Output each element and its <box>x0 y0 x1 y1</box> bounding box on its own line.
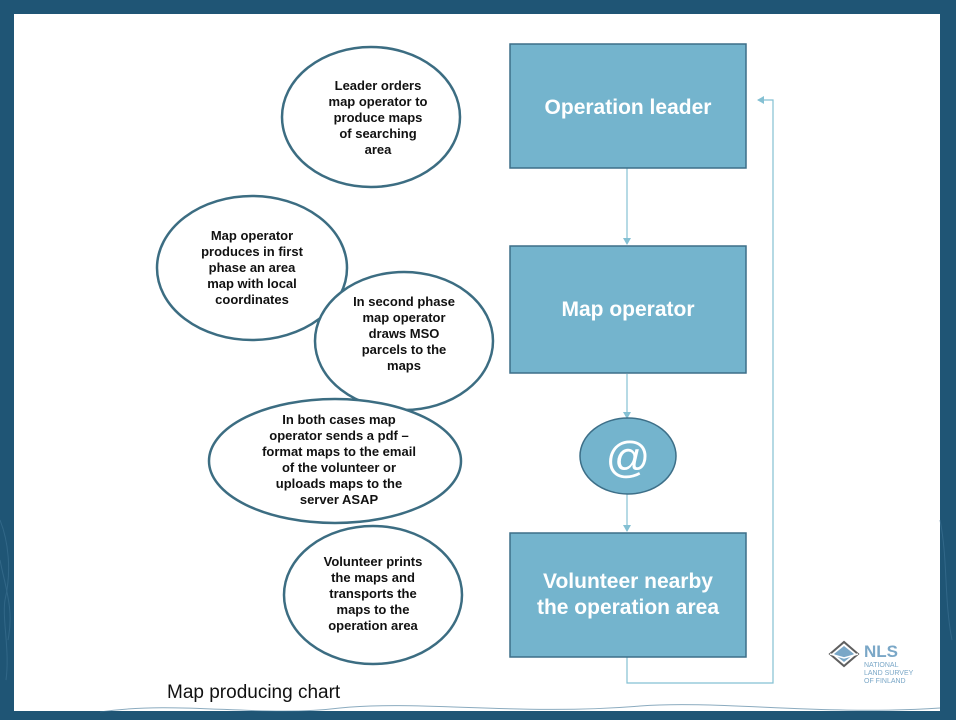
bubble-leader-orders-line: map operator to <box>329 94 428 109</box>
arrowhead-email <box>623 412 631 419</box>
bubble-second-phase-line: draws MSO <box>369 326 440 341</box>
bubble-first-phase-line: phase an area <box>209 260 296 275</box>
bubble-leader-orders: Leader orders map operator to produce ma… <box>280 45 462 189</box>
bubble-first-phase-line: coordinates <box>215 292 289 307</box>
logo-line: OF FINLAND <box>864 678 906 685</box>
bubble-volunteer-prints-line: operation area <box>328 618 418 633</box>
box-label-volunteer-line-2: the operation area <box>537 596 719 619</box>
logo-line: NATIONAL <box>864 662 899 669</box>
contour-decoration <box>0 519 953 713</box>
at-sign-icon: @ <box>606 433 651 482</box>
bubble-both-cases-line: uploads maps to the <box>276 476 402 491</box>
bubble-both-cases: In both cases map operator sends a pdf –… <box>207 397 463 525</box>
bubble-both-cases-line: format maps to the email <box>262 444 416 459</box>
bubble-volunteer-prints-line: maps to the <box>337 602 410 617</box>
bubble-both-cases-line: of the volunteer or <box>282 460 396 475</box>
bubble-second-phase-line: In second phase <box>353 294 455 309</box>
bubble-volunteer-prints-line: Volunteer prints <box>324 554 423 569</box>
bubble-leader-orders-line: of searching <box>339 126 416 141</box>
bubble-first-phase-line: Map operator <box>211 228 293 243</box>
bubble-both-cases-line: operator sends a pdf – <box>269 428 408 443</box>
bubble-second-phase-line: maps <box>387 358 421 373</box>
box-label-volunteer-line-1: Volunteer nearby <box>543 570 713 593</box>
bubble-leader-orders-line: produce maps <box>334 110 423 125</box>
bubble-second-phase: In second phase map operator draws MSO p… <box>313 270 495 412</box>
nls-logo: NLS NATIONAL LAND SURVEY OF FINLAND <box>828 640 914 685</box>
bubble-volunteer-prints-line: the maps and <box>331 570 415 585</box>
bubble-leader-orders-line: area <box>365 142 393 157</box>
bubble-both-cases-line: server ASAP <box>300 492 379 507</box>
arrowhead-operator <box>623 238 631 245</box>
box-map-operator: Map operator <box>509 245 747 374</box>
box-label-map-operator: Map operator <box>561 298 694 321</box>
arrowhead-volunteer <box>623 525 631 532</box>
box-operation-leader: Operation leader <box>509 43 747 169</box>
bubble-second-phase-line: map operator <box>362 310 445 325</box>
bubble-both-cases-line: In both cases map <box>282 412 395 427</box>
bubble-leader-orders-line: Leader orders <box>335 78 422 93</box>
caption: Map producing chart <box>167 682 341 703</box>
bubble-first-phase-line: map with local <box>207 276 297 291</box>
connectors <box>623 96 774 684</box>
box-label-operation-leader: Operation leader <box>545 96 712 119</box>
bubble-first-phase-line: produces in first <box>201 244 304 259</box>
logo-name: NLS <box>864 642 898 661</box>
logo-line: LAND SURVEY <box>864 670 914 677</box>
bubble-volunteer-prints: Volunteer prints the maps and transports… <box>282 524 464 666</box>
box-volunteer: Volunteer nearby the operation area <box>509 532 747 658</box>
bubble-first-phase: Map operator produces in first phase an … <box>155 194 349 342</box>
email-node: @ <box>579 417 677 495</box>
arrowhead-leader <box>757 96 764 104</box>
bubble-volunteer-prints-line: transports the <box>329 586 416 601</box>
connector-feedback-loop <box>626 99 774 684</box>
bubble-second-phase-line: parcels to the <box>362 342 447 357</box>
nls-emblem-icon <box>828 640 860 668</box>
